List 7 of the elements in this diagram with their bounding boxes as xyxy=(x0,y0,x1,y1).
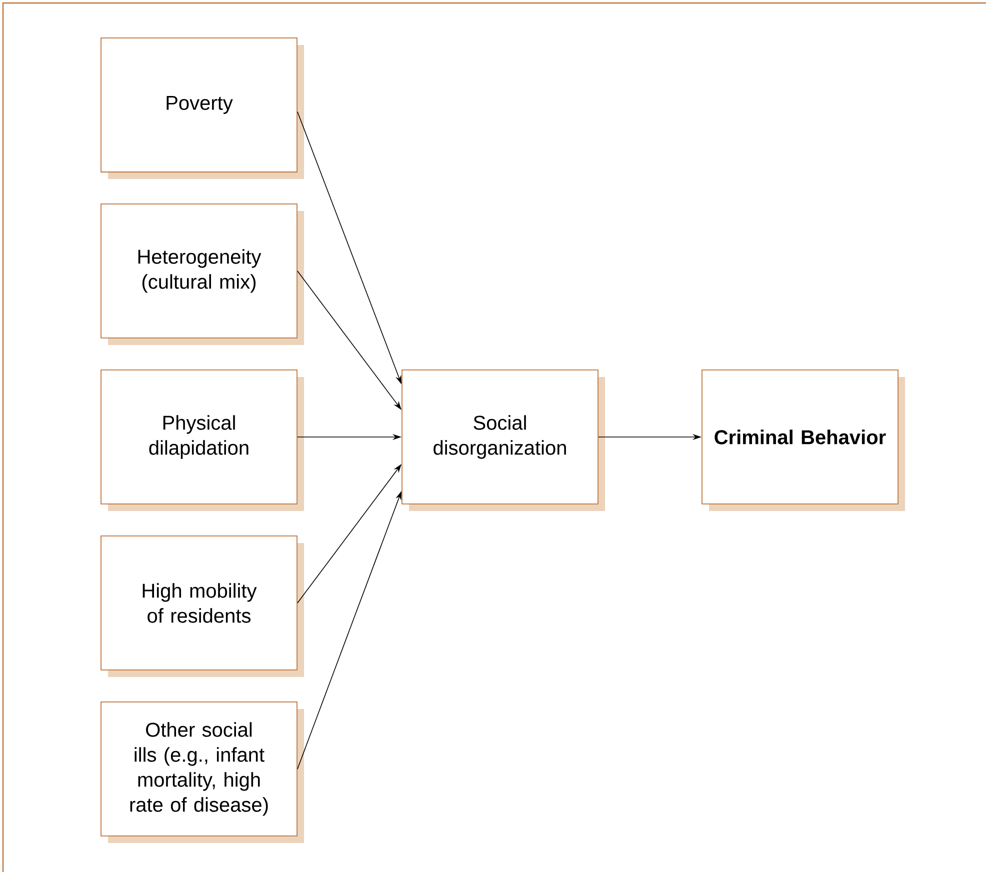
text-box: Other social ills (e.g., infant mortality, high rate of disease) xyxy=(100,702,304,843)
text-box: High mobility of residents xyxy=(100,536,304,677)
text-box: Heterogeneity (cultural mix) xyxy=(100,204,304,345)
text-box: Poverty xyxy=(100,38,304,179)
text-box: Criminal Behavior xyxy=(702,370,905,511)
text-box: Social disorganization xyxy=(402,370,605,511)
text-box: Physical dilapidation xyxy=(100,370,304,511)
